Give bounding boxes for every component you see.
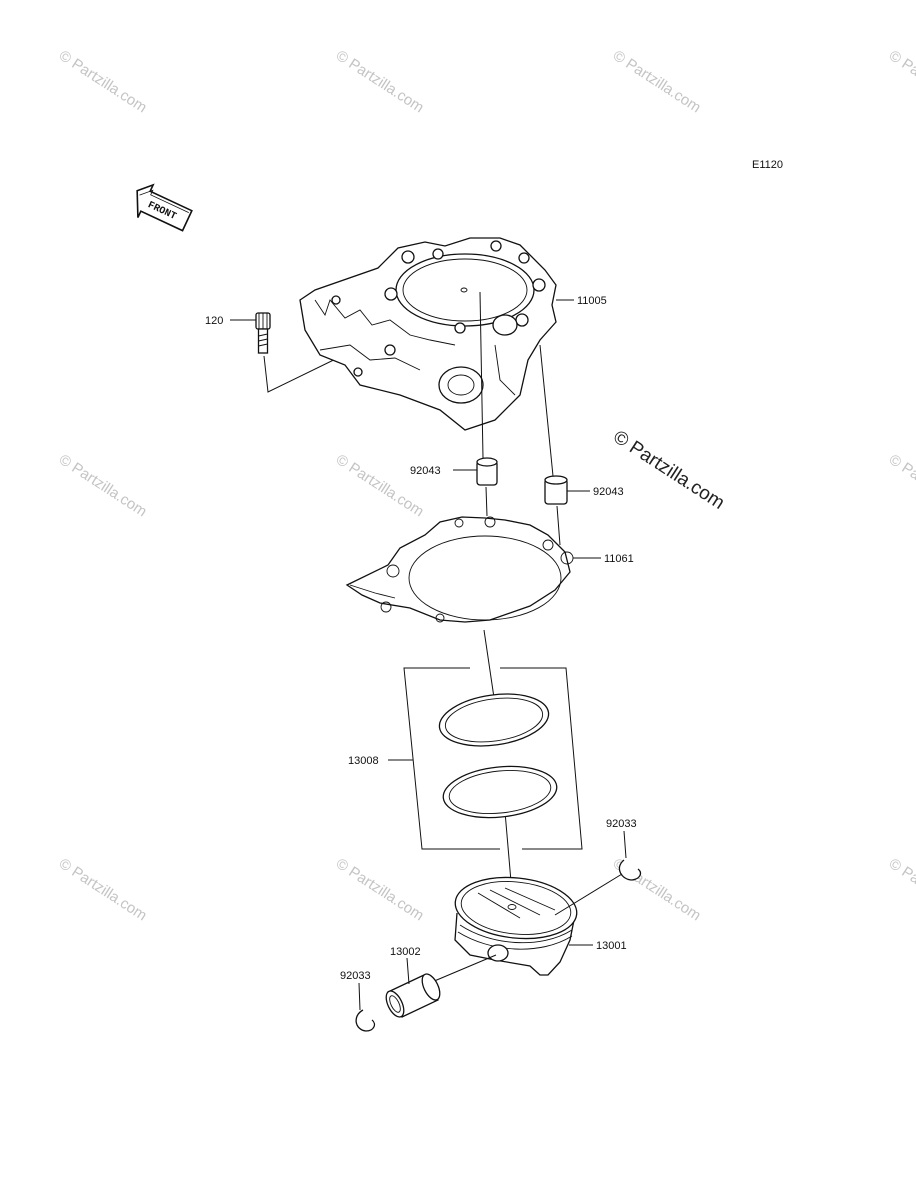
watermark: © Partzilla.com: [56, 47, 150, 116]
label-ring-set: 13008: [348, 755, 379, 767]
label-gasket: 11061: [604, 553, 634, 565]
bolt-part: [255, 312, 271, 354]
label-dowel-right: 92043: [593, 486, 624, 498]
watermark: © Partzilla.com: [886, 451, 916, 520]
diagram-code: E1120: [752, 159, 783, 171]
label-dowel-left: 92043: [410, 465, 441, 477]
circlip-left-part: [355, 1009, 376, 1032]
watermark-center: © Partzilla.com: [609, 427, 728, 514]
label-piston: 13001: [596, 940, 627, 952]
label-piston-pin: 13002: [390, 946, 421, 958]
label-circlip-left: 92033: [340, 970, 371, 982]
watermark: © Partzilla.com: [886, 47, 916, 116]
watermark: © Partzilla.com: [333, 451, 427, 520]
watermark: © Partzilla.com: [886, 855, 916, 924]
label-cylinder: 11005: [577, 295, 607, 307]
dowel-left-part: [476, 457, 498, 486]
label-circlip-right: 92033: [606, 818, 637, 830]
piston-part: [454, 876, 578, 976]
cylinder-part: [299, 237, 557, 431]
piston-pin-part: [385, 973, 441, 1018]
front-arrow-icon: FRONT: [136, 183, 193, 232]
watermark: © Partzilla.com: [56, 855, 150, 924]
dowel-right-part: [544, 475, 568, 505]
gasket-part: [345, 516, 574, 623]
watermark: © Partzilla.com: [56, 451, 150, 520]
ring-set-part: [403, 667, 583, 850]
watermark: © Partzilla.com: [610, 47, 704, 116]
label-bolt: 120: [205, 315, 223, 327]
watermark: © Partzilla.com: [333, 855, 427, 924]
circlip-right-part: [618, 859, 642, 881]
watermark: © Partzilla.com: [333, 47, 427, 116]
